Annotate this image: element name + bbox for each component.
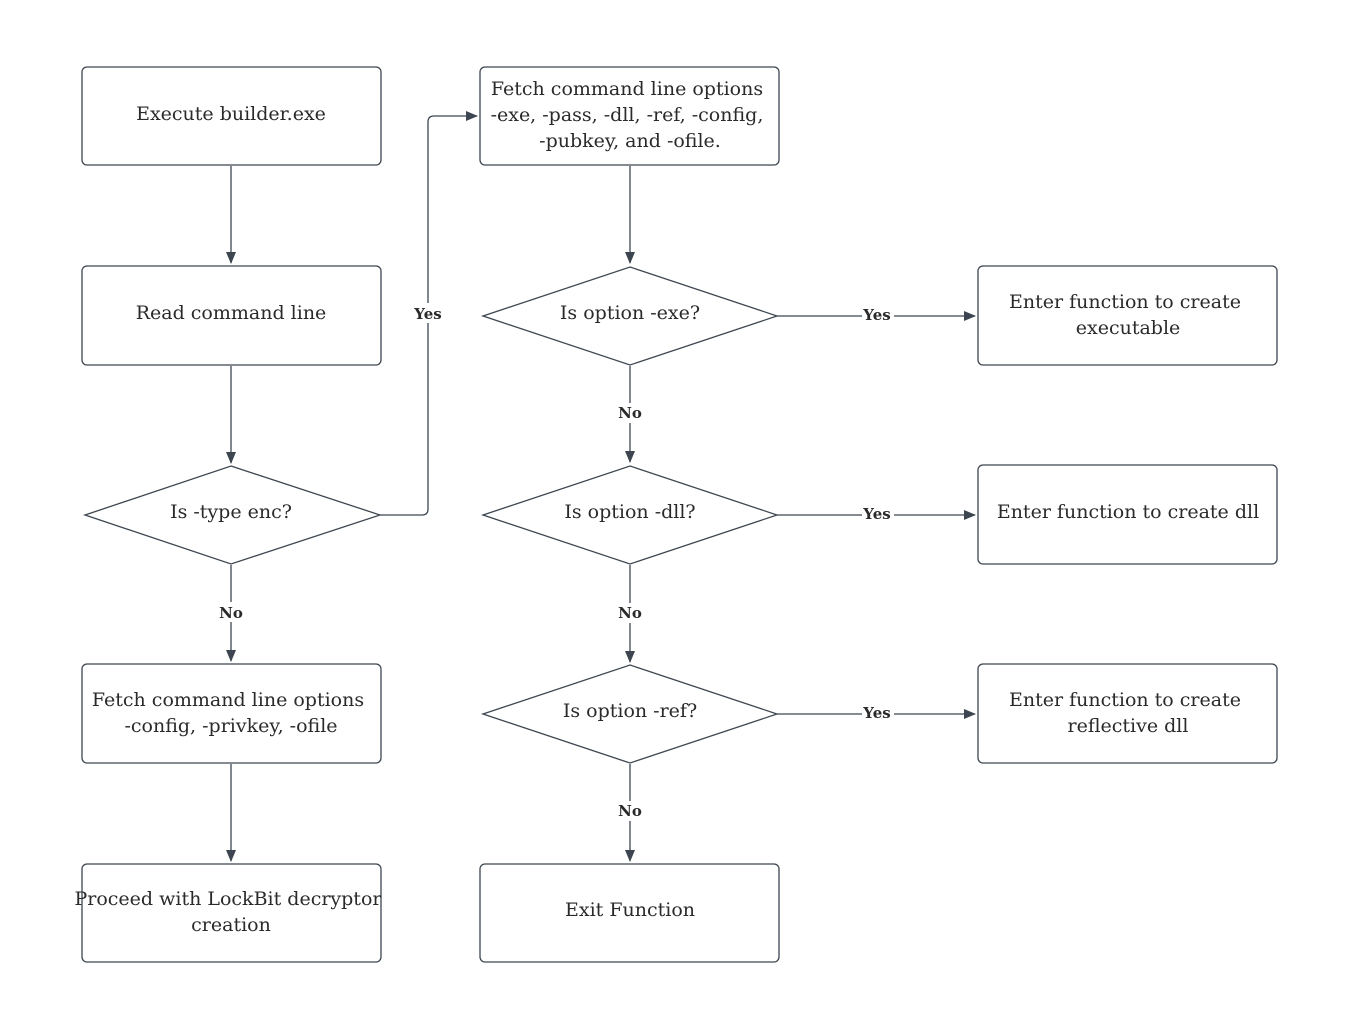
node-read-command-line: Read command line bbox=[81, 265, 382, 366]
node-fetch-dec-options-line-1: Fetch command line options bbox=[92, 689, 364, 711]
svg-text:No: No bbox=[618, 604, 642, 622]
svg-text:No: No bbox=[618, 404, 642, 422]
node-fetch-enc-options-line-2: -exe, -pass, -dll, -ref, -config, bbox=[491, 104, 764, 126]
svg-text:No: No bbox=[219, 604, 243, 622]
svg-text:Is option -exe?: Is option -exe? bbox=[560, 302, 700, 324]
svg-text:Is option -ref?: Is option -ref? bbox=[563, 700, 697, 722]
node-proceed-decryptor-line-1: Proceed with LockBit decryptor bbox=[74, 888, 382, 910]
edge-label-enc-no: No bbox=[218, 602, 244, 622]
node-fetch-dec-options: Fetch command line options -config, -pri… bbox=[81, 663, 382, 764]
decision-is-option-exe-line-1: Is option -exe? bbox=[560, 302, 700, 324]
svg-text:No: No bbox=[618, 802, 642, 820]
node-fetch-dec-options-line-2: -config, -privkey, -ofile bbox=[124, 715, 337, 737]
svg-text:Execute builder.exe: Execute builder.exe bbox=[136, 103, 326, 125]
svg-text:Enter function to create: Enter function to create reflective dll bbox=[1009, 689, 1247, 737]
edge-label-exe-yes: Yes bbox=[862, 305, 894, 325]
node-fetch-enc-options: Fetch command line options -exe, -pass, … bbox=[479, 66, 780, 166]
decision-is-type-enc-line-1: Is -type enc? bbox=[170, 501, 292, 523]
node-exit-function: Exit Function bbox=[479, 863, 780, 963]
node-execute-builder: Execute builder.exe bbox=[81, 66, 382, 166]
node-create-executable-line-1: Enter function to create bbox=[1009, 291, 1241, 313]
svg-text:Enter function to create dll: Enter function to create dll bbox=[997, 501, 1259, 523]
edge-label-enc-yes: Yes bbox=[412, 303, 444, 323]
svg-text:Fetch command line options: Fetch command line options -config, -pri… bbox=[92, 689, 370, 737]
node-create-dll: Enter function to create dll bbox=[977, 464, 1278, 565]
svg-text:Proceed with LockBit decryptor: Proceed with LockBit decryptor creation bbox=[74, 888, 387, 936]
svg-text:Is -type enc?: Is -type enc? bbox=[170, 501, 292, 523]
edge-label-ref-no: No bbox=[617, 801, 643, 821]
node-create-executable-line-2: executable bbox=[1076, 317, 1181, 339]
svg-text:Yes: Yes bbox=[413, 305, 441, 323]
node-create-reflective-dll: Enter function to create reflective dll bbox=[977, 663, 1278, 764]
decision-is-option-dll-line-1: Is option -dll? bbox=[564, 501, 695, 523]
svg-text:Read command line: Read command line bbox=[136, 302, 327, 324]
decision-is-type-enc: Is -type enc? bbox=[82, 465, 383, 565]
decision-is-option-ref-line-1: Is option -ref? bbox=[563, 700, 697, 722]
edge-label-ref-yes: Yes bbox=[862, 703, 894, 723]
edge-label-dll-no: No bbox=[617, 603, 643, 623]
edge-labels: Yes No Yes No Yes No bbox=[218, 303, 894, 821]
node-create-reflective-dll-line-2: reflective dll bbox=[1068, 715, 1189, 737]
svg-text:Fetch command line options: Fetch command line options -exe, -pass, … bbox=[491, 78, 770, 152]
svg-text:Is option -dll?: Is option -dll? bbox=[564, 501, 695, 523]
node-exit-function-line-1: Exit Function bbox=[565, 899, 695, 921]
edge-label-dll-yes: Yes bbox=[862, 504, 894, 524]
node-read-command-line-line-1: Read command line bbox=[136, 302, 327, 324]
node-fetch-enc-options-line-1: Fetch command line options bbox=[491, 78, 763, 100]
node-fetch-enc-options-line-3: -pubkey, and -ofile. bbox=[539, 130, 721, 152]
edge-label-exe-no: No bbox=[617, 403, 643, 423]
node-create-executable: Enter function to create executable bbox=[977, 265, 1278, 366]
svg-text:Exit Function: Exit Function bbox=[565, 899, 695, 921]
svg-text:Yes: Yes bbox=[862, 306, 890, 324]
svg-text:Yes: Yes bbox=[862, 704, 890, 722]
node-create-dll-line-1: Enter function to create dll bbox=[997, 501, 1259, 523]
svg-text:Yes: Yes bbox=[862, 505, 890, 523]
nodes: Execute builder.exe Read command line Is… bbox=[74, 66, 1278, 963]
decision-is-option-exe: Is option -exe? bbox=[480, 266, 780, 366]
decision-is-option-ref: Is option -ref? bbox=[480, 664, 780, 764]
node-proceed-decryptor: Proceed with LockBit decryptor creation bbox=[74, 863, 387, 963]
node-create-reflective-dll-line-1: Enter function to create bbox=[1009, 689, 1241, 711]
svg-text:Enter function to create: Enter function to create executable bbox=[1009, 291, 1247, 339]
node-execute-builder-line-1: Execute builder.exe bbox=[136, 103, 326, 125]
decision-is-option-dll: Is option -dll? bbox=[480, 465, 780, 565]
node-proceed-decryptor-line-2: creation bbox=[191, 914, 271, 936]
